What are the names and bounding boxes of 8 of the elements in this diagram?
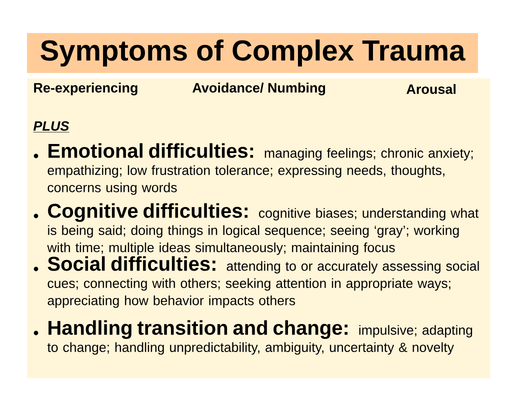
bullet-item: Social difficulties: attending to or accurately assessing social cues; connecting with others; seeking attention in appropriate ways; appreciating how behavior impacts others [34,256,479,308]
title-band: Symptoms of Complex Trauma [27,33,478,73]
column-heading: Avoidance/ Numbing [192,82,326,96]
bullet-item: Handling transition and change: impulsive; adapting to change; handling unpredictability, ambiguity, uncertainty & novelty [34,320,472,355]
plus-heading: PLUS [33,121,70,132]
column-heading: Arousal [406,84,456,94]
column-heading: Re-experiencing [34,82,138,96]
bullet-item: Emotional difficulties: managing feelings; chronic anxiety; empathizing; low frustration tolerance; expressing needs, thoughts, concerns using words [34,143,473,195]
